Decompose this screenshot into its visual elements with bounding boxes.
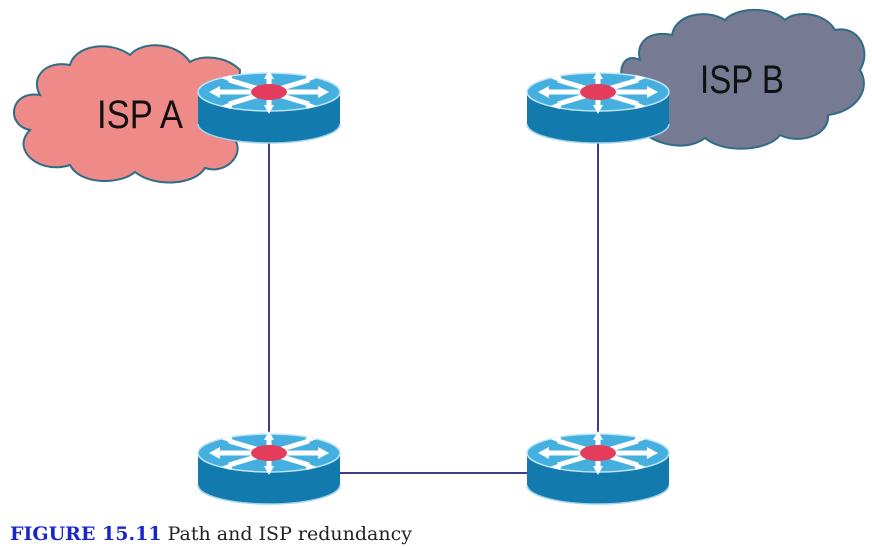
figure-caption-text: Path and ISP redundancy: [167, 523, 412, 545]
router-bottom-left-icon[interactable]: [198, 431, 340, 504]
router-isp-a-icon[interactable]: [198, 70, 340, 143]
figure-caption: FIGURE 15.11 Path and ISP redundancy: [10, 523, 412, 545]
router-isp-b-icon[interactable]: [527, 70, 669, 143]
isp-b-cloud: ISP B: [620, 8, 866, 150]
figure-label: FIGURE 15.11: [10, 523, 162, 545]
isp-a-cloud: ISP A: [13, 44, 242, 184]
router-bottom-right-icon[interactable]: [527, 431, 669, 504]
isp-b-label: ISP B: [700, 58, 784, 102]
network-diagram: ISP A ISP B: [13, 8, 866, 520]
isp-a-label: ISP A: [97, 93, 183, 137]
